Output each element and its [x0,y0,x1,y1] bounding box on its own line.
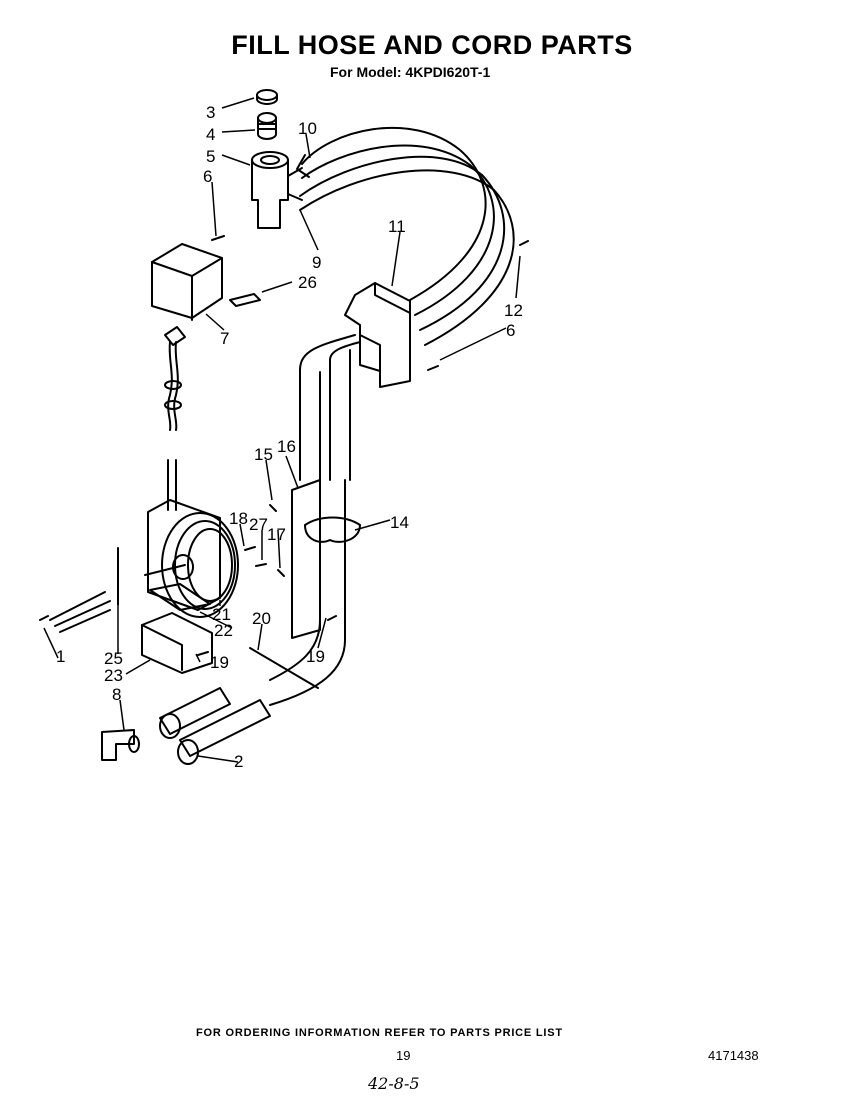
callout-label: 18 [229,509,248,528]
callout-label: 19 [306,647,325,666]
part-mount-bracket-drawing [344,282,411,388]
callout-label: 3 [206,103,215,122]
callout-label: 27 [249,515,268,534]
callout-labels: 3 4 5 6 10 9 11 26 12 6 7 15 16 18 27 17… [56,103,523,771]
power-cord-drawing [164,326,186,431]
callout-label: 22 [214,621,233,640]
callout-label: 1 [56,647,65,666]
callout-label: 15 [254,445,273,464]
callout-label: 8 [112,685,121,704]
part-elbow-fitting-drawing [101,729,140,761]
fill-hose-drawing [296,127,515,346]
lower-hose-fittings-drawing [159,687,271,765]
callout-label: 17 [267,525,286,544]
part-strip-drawing [291,479,321,639]
callout-label: 12 [504,301,523,320]
handwritten-note: 42-8-5 [368,1074,420,1093]
part-fill-spout-drawing [251,151,303,229]
callout-label: 6 [203,167,212,186]
part-clip-drawing [229,293,261,307]
part-cap-drawing [256,89,278,105]
part-hose-clamp-drawing [304,516,361,543]
leader-lines [43,97,521,763]
wire-bundle-drawing [49,547,119,633]
document-number: 4171438 [708,1048,759,1063]
callout-label: 21 [212,605,231,624]
screw-drawings [39,235,529,656]
callout-label: 5 [206,147,215,166]
model-subtitle: For Model: 4KPDI620T-1 [330,64,491,80]
part-plate-drawing [149,583,211,611]
callout-label: 6 [506,321,515,340]
page-number: 19 [396,1048,411,1063]
part-cord-reel-drawing [144,459,239,618]
callout-label: 2 [234,752,243,771]
part-long-screw-drawing [249,647,319,689]
callout-label: 23 [104,666,123,685]
page-title: FILL HOSE AND CORD PARTS [231,30,633,60]
callout-label: 4 [206,125,215,144]
callout-label: 7 [220,329,229,348]
callout-label: 14 [390,513,409,532]
callout-label: 10 [298,119,317,138]
callout-label: 19 [210,653,229,672]
callout-label: 11 [388,217,406,236]
callout-label: 25 [104,649,123,668]
ordering-info-note: FOR ORDERING INFORMATION REFER TO PARTS … [196,1027,563,1039]
callout-label: 16 [277,437,296,456]
callout-label: 20 [252,609,271,628]
part-fitting-drawing [257,112,277,140]
callout-label: 9 [312,253,321,272]
part-lower-bracket-drawing [141,612,213,674]
callout-label: 26 [298,273,317,292]
part-junction-box-drawing [151,243,223,321]
